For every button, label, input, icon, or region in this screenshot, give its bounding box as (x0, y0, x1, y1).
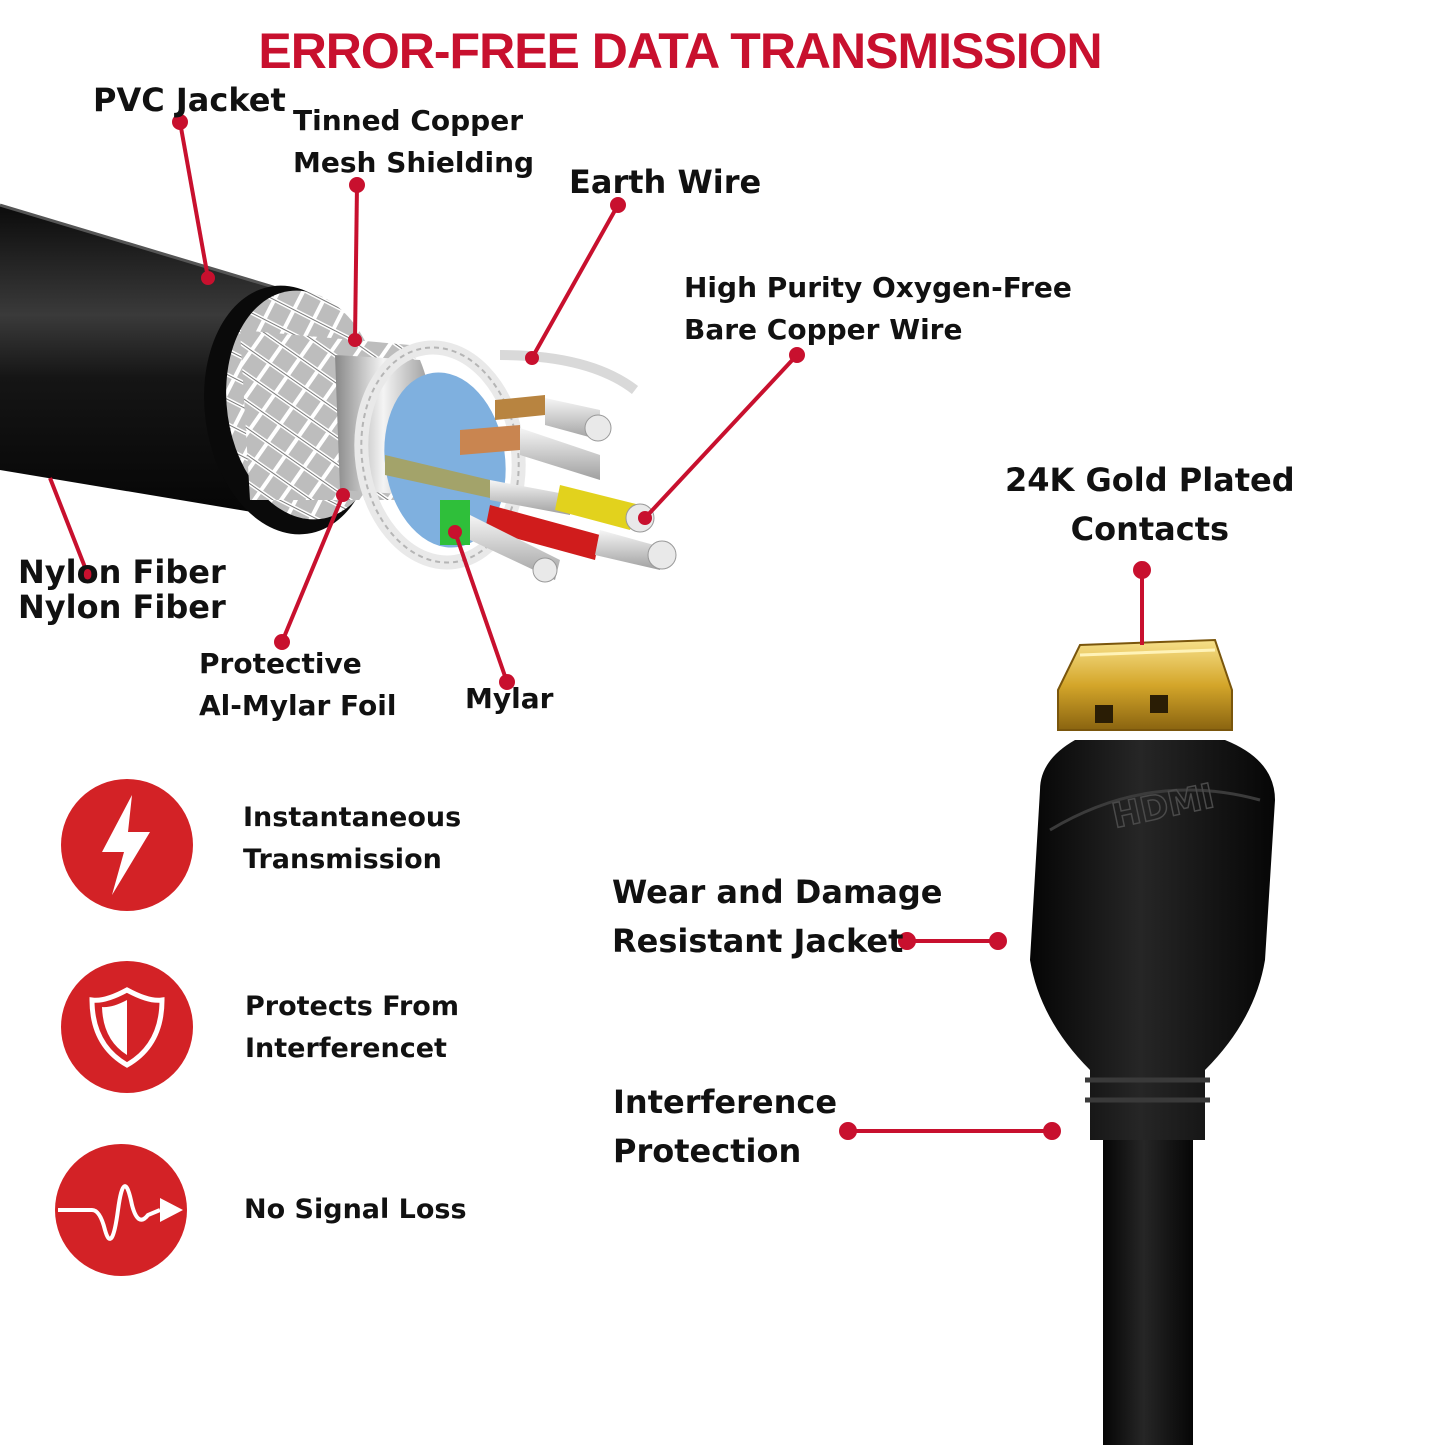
feature-no-signal-loss: No Signal Loss (244, 1194, 467, 1225)
feature-protects: Protects From Interferencet (245, 991, 459, 1064)
label-interference: Interference Protection (613, 1083, 838, 1170)
inner-wires (385, 395, 677, 583)
lightning-bolt-icon (61, 779, 193, 911)
label-earth-wire: Earth Wire (569, 163, 762, 201)
hdmi-connector: HDMI (1030, 638, 1275, 1445)
label-jacket: Wear and Damage Resistant Jacket (612, 873, 943, 960)
label-gold-contacts: 24K Gold Plated Contacts (1005, 461, 1295, 548)
feature-instantaneous: Instantaneous Transmission (243, 802, 462, 875)
label-mylar: Mylar (465, 682, 554, 715)
page-title: ERROR-FREE DATA TRANSMISSION (258, 23, 1102, 79)
cable-cross-section (0, 203, 677, 583)
label-bare-copper: High Purity Oxygen-Free Bare Copper Wire (684, 271, 1072, 346)
label-tinned-copper: Tinned Copper Mesh Shielding (293, 104, 535, 179)
shield-icon (61, 961, 193, 1093)
label-nylon-fiber: Nylon Fiber Nylon Fiber (18, 553, 226, 626)
label-pvc-jacket: PVC Jacket (93, 81, 286, 119)
label-al-mylar: Protective Al-Mylar Foil (199, 647, 397, 722)
signal-wave-icon (55, 1144, 187, 1276)
leader-lines (48, 114, 1151, 1140)
